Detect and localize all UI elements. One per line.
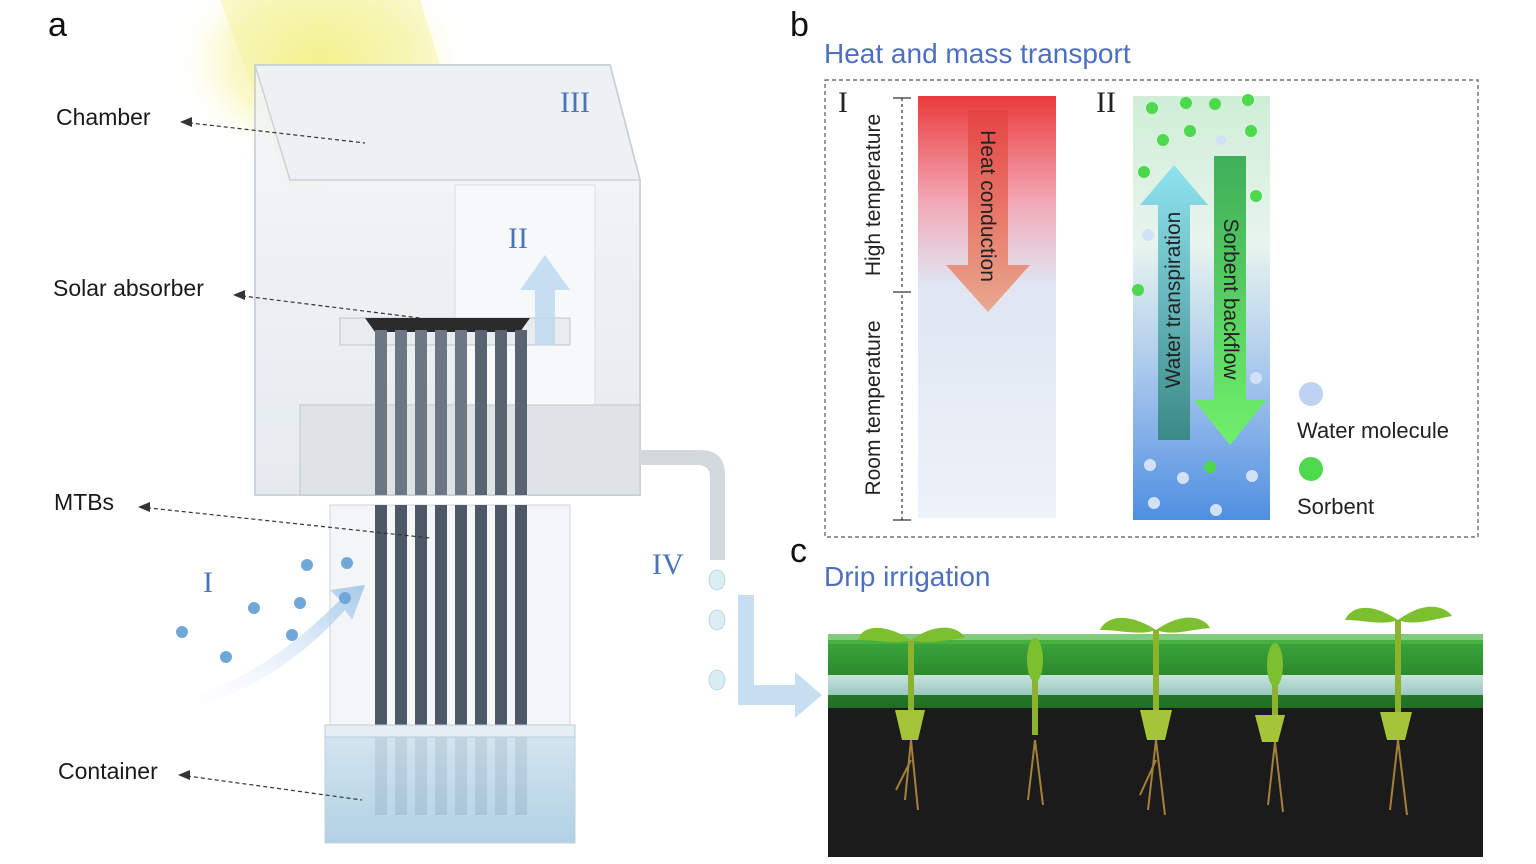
water-molecule-particles: [1142, 135, 1262, 516]
stage-i-label: I: [203, 566, 213, 599]
water-transpiration-arrow: [1140, 165, 1208, 440]
sorbent-backflow-label: Sorbent backflow: [1219, 218, 1242, 380]
mtbs-label: MTBs: [54, 489, 115, 515]
drain-pipe: [640, 450, 725, 560]
plant: [1100, 617, 1210, 816]
transport-column: [1133, 96, 1270, 520]
air-molecules: [176, 557, 353, 663]
legend-water-label: Water molecule: [1297, 418, 1450, 443]
solar-absorber-surface: [365, 318, 530, 332]
part-i-label: I: [838, 86, 848, 119]
plant: [1255, 643, 1285, 813]
delivery-arrow: [738, 595, 822, 718]
lower-column-glass: [329, 504, 571, 736]
chamber-label: Chamber: [56, 104, 151, 130]
water-transpiration-label: Water transpiration: [1162, 211, 1185, 389]
panel-a-letter: a: [48, 6, 67, 44]
panel-b-title: Heat and mass transport: [824, 38, 1131, 69]
panel-b-diagram: [824, 79, 1479, 538]
container-label: Container: [58, 758, 158, 784]
legend-sorbent-swatch: [1299, 457, 1323, 481]
solar-absorber-label: Solar absorber: [53, 275, 204, 301]
chamber-basin: [299, 404, 641, 496]
vapor-arrow: [520, 255, 570, 345]
plant: [1027, 638, 1044, 806]
sorbent-particles: [1132, 94, 1262, 473]
plant: [858, 627, 965, 811]
leader-lines: [139, 121, 431, 801]
container-water: [324, 734, 576, 844]
panel-c-scene: [828, 606, 1483, 857]
container-rim: [324, 724, 576, 738]
stage-iv-label: IV: [652, 548, 684, 581]
temperature-brackets: [893, 97, 911, 521]
plant: [1345, 606, 1452, 816]
stage-iii-label: III: [560, 86, 590, 119]
water-droplets: [708, 569, 726, 691]
part-ii-label: II: [1096, 86, 1116, 119]
chamber-roof: [253, 64, 641, 181]
heat-conduction-label: Heat conduction: [976, 130, 999, 282]
panel-c-letter: c: [790, 532, 807, 570]
sorbent-backflow-arrow: [1194, 156, 1266, 445]
room-temperature-label: Room temperature: [862, 320, 885, 496]
panel-a-device: [138, 0, 822, 844]
high-temperature-label: High temperature: [862, 113, 885, 277]
leader-arrowheads: [138, 117, 245, 780]
panel-b-letter: b: [790, 6, 809, 44]
legend-sorbent-label: Sorbent: [1297, 494, 1375, 519]
panel-b-frame: [824, 79, 1479, 538]
stage-ii-label: II: [508, 222, 528, 255]
heat-conduction-arrow: [946, 110, 1030, 312]
upper-tube-bundle: [375, 330, 527, 495]
panel-c-title: Drip irrigation: [824, 561, 991, 592]
legend-water-swatch: [1299, 382, 1323, 406]
